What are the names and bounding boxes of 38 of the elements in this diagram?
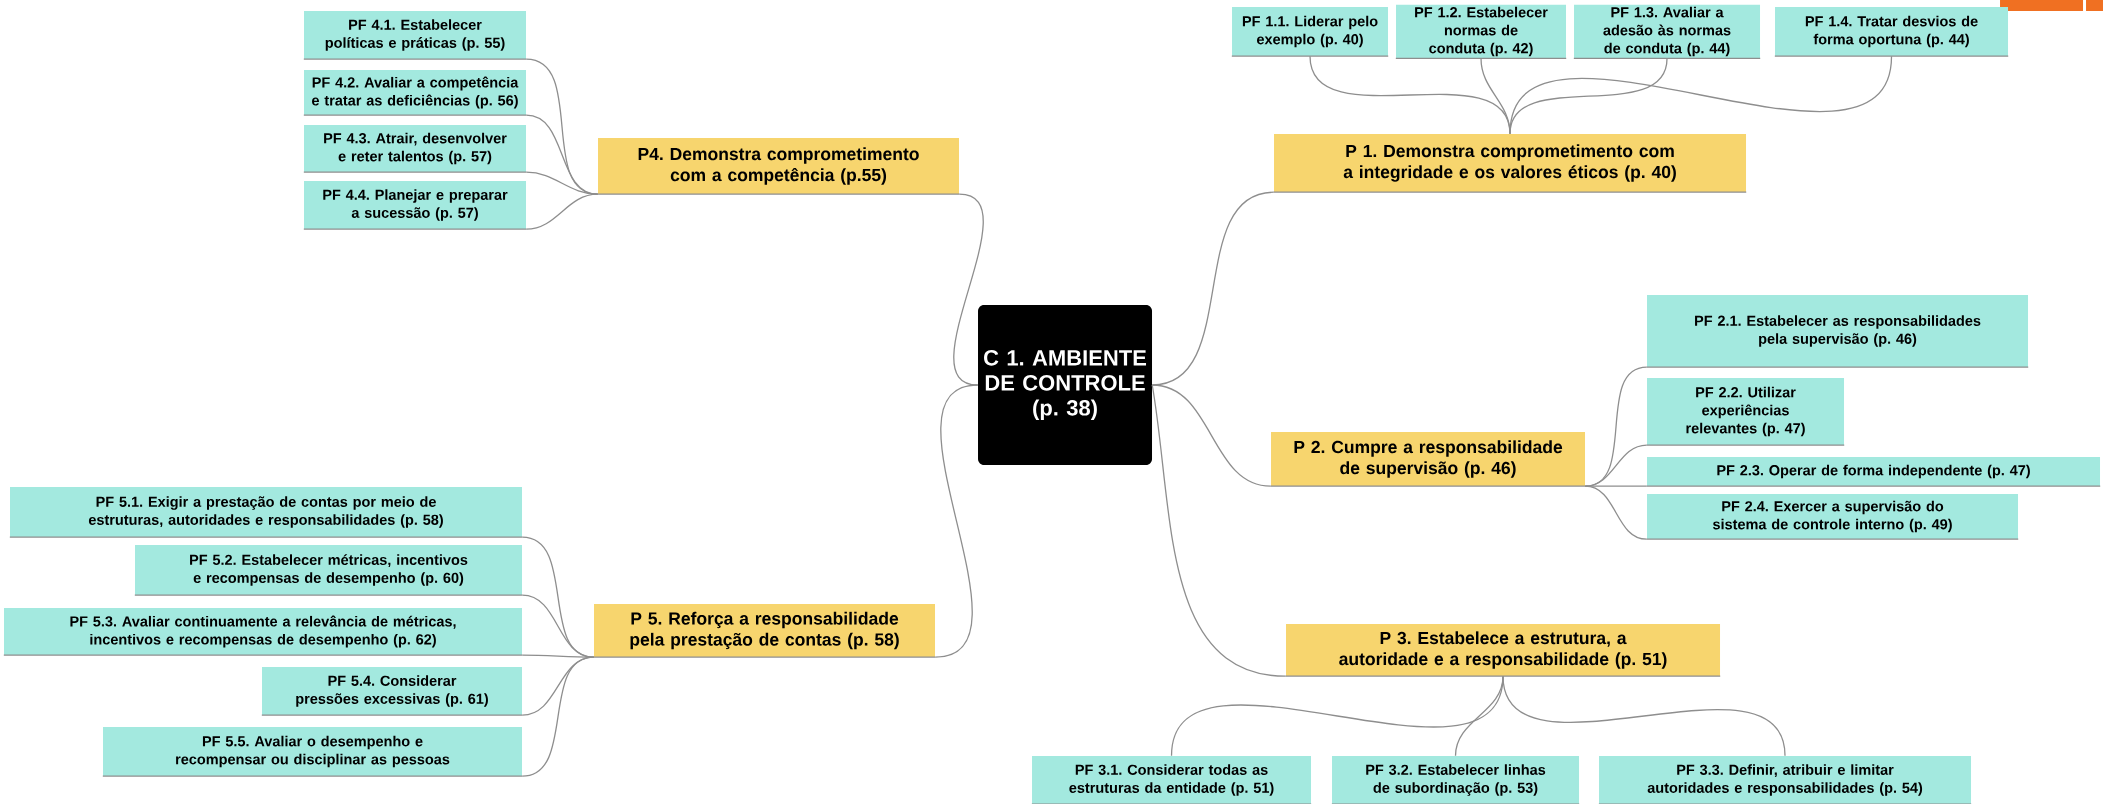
subtopic-box: PF 2.3. Operar de forma independente (p. 47) bbox=[1646, 457, 2101, 487]
subtopic-box: PF 5.3. Avaliar continuamente a relevância de métricas, incentivos e recompensas de desempenho (p. 62) bbox=[3, 608, 523, 656]
topic-box: P 2. Cumpre a responsabilidade de supervisão (p. 46) bbox=[1270, 432, 1586, 487]
subtopic-box: PF 4.1. Estabelecer políticas e práticas (p. 55) bbox=[303, 11, 527, 60]
connector bbox=[525, 193, 599, 230]
connector bbox=[1151, 384, 1272, 487]
subtopic-box: PF 1.4. Tratar desvios de forma oportuna (p. 44) bbox=[1774, 7, 2009, 57]
connector bbox=[934, 384, 979, 658]
connector bbox=[1584, 485, 1648, 540]
topic-box: P 5. Reforça a responsabilidade pela prestação de contas (p. 58) bbox=[593, 604, 936, 658]
subtopic-box: PF 5.1. Exigir a prestação de contas por meio de estruturas, autoridades e responsabilidades (p. 58) bbox=[9, 487, 523, 538]
connector bbox=[1509, 55, 1893, 135]
connector bbox=[953, 193, 984, 386]
subtopic-box: PF 2.2. Utilizar experiências relevantes (p. 47) bbox=[1646, 378, 1845, 446]
topic-box: P4. Demonstra comprometimento com a competência (p.55) bbox=[597, 138, 960, 195]
subtopic-box: PF 5.2. Estabelecer métricas, incentivos e recompensas de desempenho (p. 60) bbox=[134, 545, 523, 596]
connector bbox=[1151, 384, 1287, 677]
topic-box: P 3. Estabelece a estrutura, a autoridade e a responsabilidade (p. 51) bbox=[1285, 624, 1721, 677]
subtopic-box: PF 2.4. Exercer a supervisão do sistema de controle interno (p. 49) bbox=[1646, 494, 2019, 540]
subtopic-box: PF 2.1. Estabelecer as responsabilidades pela supervisão (p. 46) bbox=[1646, 295, 2029, 368]
subtopic-box: PF 5.5. Avaliar o desempenho e recompensar ou disciplinar as pessoas bbox=[102, 727, 523, 777]
connector bbox=[521, 656, 595, 777]
subtopic-box: PF 5.4. Considerar pressões excessivas (p. 61) bbox=[261, 667, 523, 716]
subtopic-box: PF 3.2. Estabelecer linhas de subordinação (p. 53) bbox=[1331, 756, 1580, 804]
subtopic-box: PF 3.1. Considerar todas as estruturas da entidade (p. 51) bbox=[1031, 756, 1312, 804]
subtopic-box: PF 4.4. Planejar e preparar a sucessão (p. 57) bbox=[303, 181, 527, 230]
central-topic-box: C 1. AMBIENTE DE CONTROLE (p. 38) bbox=[978, 305, 1152, 465]
subtopic-box: PF 3.3. Definir, atribuir e limitar autoridades e responsabilidades (p. 54) bbox=[1598, 756, 1972, 804]
subtopic-box: PF 4.3. Atrair, desenvolver e reter talentos (p. 57) bbox=[303, 125, 527, 173]
connector bbox=[525, 171, 599, 195]
subtopic-box: PF 1.1. Liderar pelo exemplo (p. 40) bbox=[1231, 7, 1389, 57]
connector bbox=[1502, 675, 1786, 757]
subtopic-box: PF 4.2. Avaliar a competência e tratar as deficiências (p. 56) bbox=[303, 70, 527, 116]
connector bbox=[521, 594, 595, 658]
topic-box: P 1. Demonstra comprometimento com a integridade e os valores éticos (p. 40) bbox=[1273, 134, 1747, 193]
subtopic-box: PF 1.2. Estabelecer normas de conduta (p. 42) bbox=[1395, 4, 1567, 60]
connector bbox=[1584, 444, 1648, 487]
subtopic-box: PF 1.3. Avaliar a adesão às normas de conduta (p. 44) bbox=[1573, 4, 1761, 60]
